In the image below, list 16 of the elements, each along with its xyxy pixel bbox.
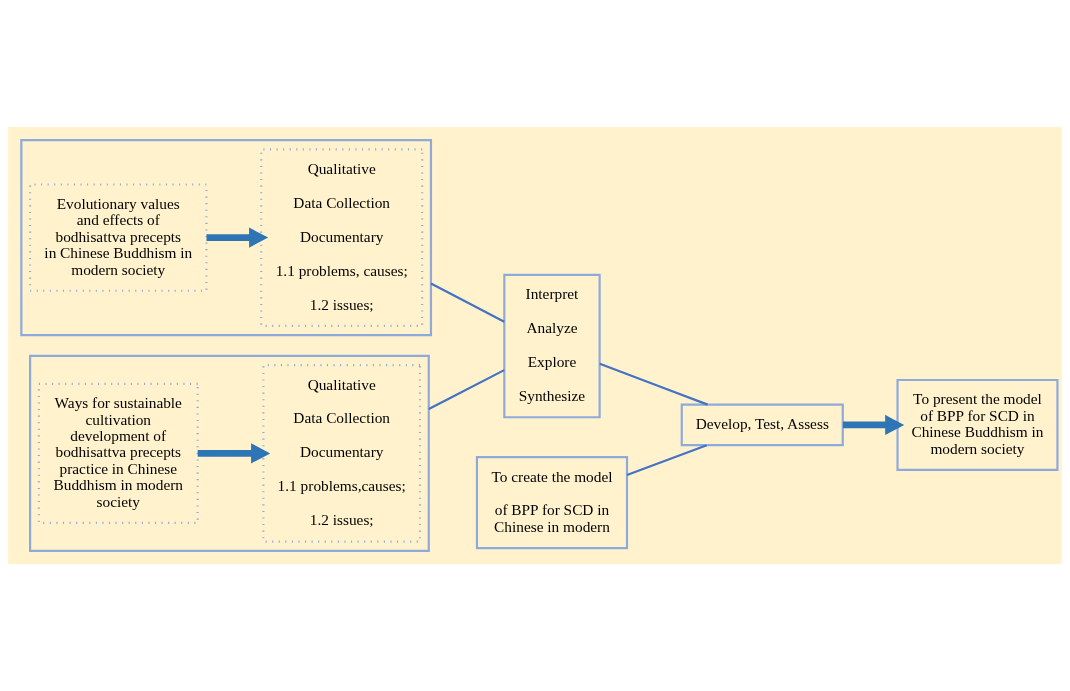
connector xyxy=(428,369,505,410)
node-box: Qualitative Data Collection Documentary 1.1 problems,causes; 1.2 issues; xyxy=(262,364,422,543)
node-box: Qualitative Data Collection Documentary 1.1 problems, causes; 1.2 issues; xyxy=(260,148,424,327)
cluster xyxy=(29,354,430,552)
node-box: Develop, Test, Assess xyxy=(680,403,844,447)
node-box: Interpret Analyze Explore Synthesize xyxy=(503,273,601,419)
connector xyxy=(626,444,708,477)
node-box: To create the model of BPP for SCD in Chinese in modern xyxy=(475,456,629,550)
arrow xyxy=(197,443,271,464)
node-box: Evolutionary values and effects of bodhisattva precepts in Chinese Buddhism in modern society xyxy=(29,183,208,292)
node-box: Ways for sustainable cultivation development of bodhisattva precepts practice in Chinese Buddhism in modern society xyxy=(37,382,199,525)
arrow xyxy=(206,227,269,248)
connector xyxy=(599,362,709,406)
connector xyxy=(430,282,505,323)
node-box: To present the model of BPP for SCD in Chinese Buddhism in modern society xyxy=(896,378,1059,471)
cluster xyxy=(20,139,433,337)
